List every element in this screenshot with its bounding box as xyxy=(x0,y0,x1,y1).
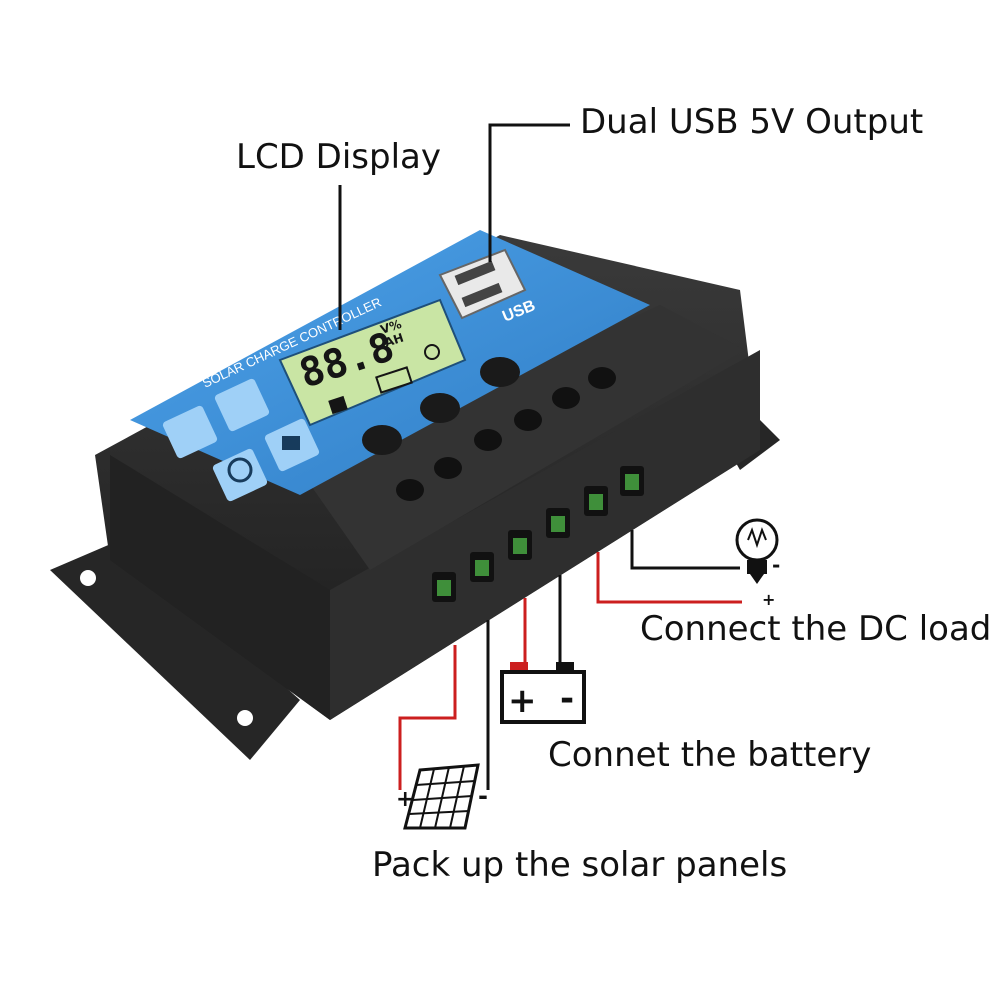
menu-button[interactable] xyxy=(362,425,402,455)
battery-minus-sign: - xyxy=(560,679,574,719)
lcd-units-bottom: AH xyxy=(383,331,406,350)
lock-body xyxy=(282,436,300,450)
up-button[interactable] xyxy=(420,393,460,423)
lcd-bulb-icon xyxy=(424,344,440,360)
lcd-screen: 88.8 V% AH xyxy=(278,298,467,427)
battery-positive-terminal xyxy=(510,662,528,672)
battery-icon xyxy=(500,662,586,724)
terminal-screws xyxy=(396,367,616,501)
terminal-sockets xyxy=(432,466,644,602)
lcd-battery-icon xyxy=(375,366,413,394)
battery-label: Connet the battery xyxy=(548,735,872,775)
mounting-hole xyxy=(80,570,96,586)
clock-face xyxy=(227,457,253,483)
feature-icons xyxy=(162,378,320,502)
front-panel: SOLAR CHARGE CONTROLLER 88.8 V% AH xyxy=(130,230,650,502)
load-positive-wire xyxy=(596,552,742,604)
control-buttons xyxy=(362,357,520,455)
load-minus-sign: - xyxy=(772,553,780,577)
solar-minus-sign: - xyxy=(478,782,488,810)
lcd-display-label: LCD Display xyxy=(236,137,441,177)
load-negative-wire xyxy=(630,530,740,570)
solar-positive-wire xyxy=(398,645,457,790)
usb-output-label: Dual USB 5V Output xyxy=(580,102,924,142)
dc-load-label: Connect the DC load xyxy=(640,609,992,649)
down-button[interactable] xyxy=(480,357,520,387)
load-plus-sign: + xyxy=(762,590,775,609)
solar-panel-icon xyxy=(403,763,480,830)
usb-callout-line xyxy=(488,123,570,262)
lcd-panel-icon xyxy=(328,395,348,415)
solar-plus-sign: + xyxy=(396,787,414,812)
chip-icon xyxy=(162,405,218,459)
usb-port-1[interactable] xyxy=(454,260,496,286)
usb-port-block xyxy=(438,248,527,320)
gear-icon xyxy=(214,378,270,432)
controller-housing xyxy=(95,235,760,720)
usb-port-2[interactable] xyxy=(461,282,503,308)
light-bulb-icon xyxy=(735,518,779,584)
lcd-units-top: V% xyxy=(379,317,404,337)
clock-icon xyxy=(212,448,268,502)
callout-lines xyxy=(338,123,742,790)
battery-plus-sign: + xyxy=(508,681,537,721)
mounting-hole xyxy=(237,710,253,726)
solar-panels-label: Pack up the solar panels xyxy=(372,845,788,885)
battery-negative-terminal xyxy=(556,662,574,672)
